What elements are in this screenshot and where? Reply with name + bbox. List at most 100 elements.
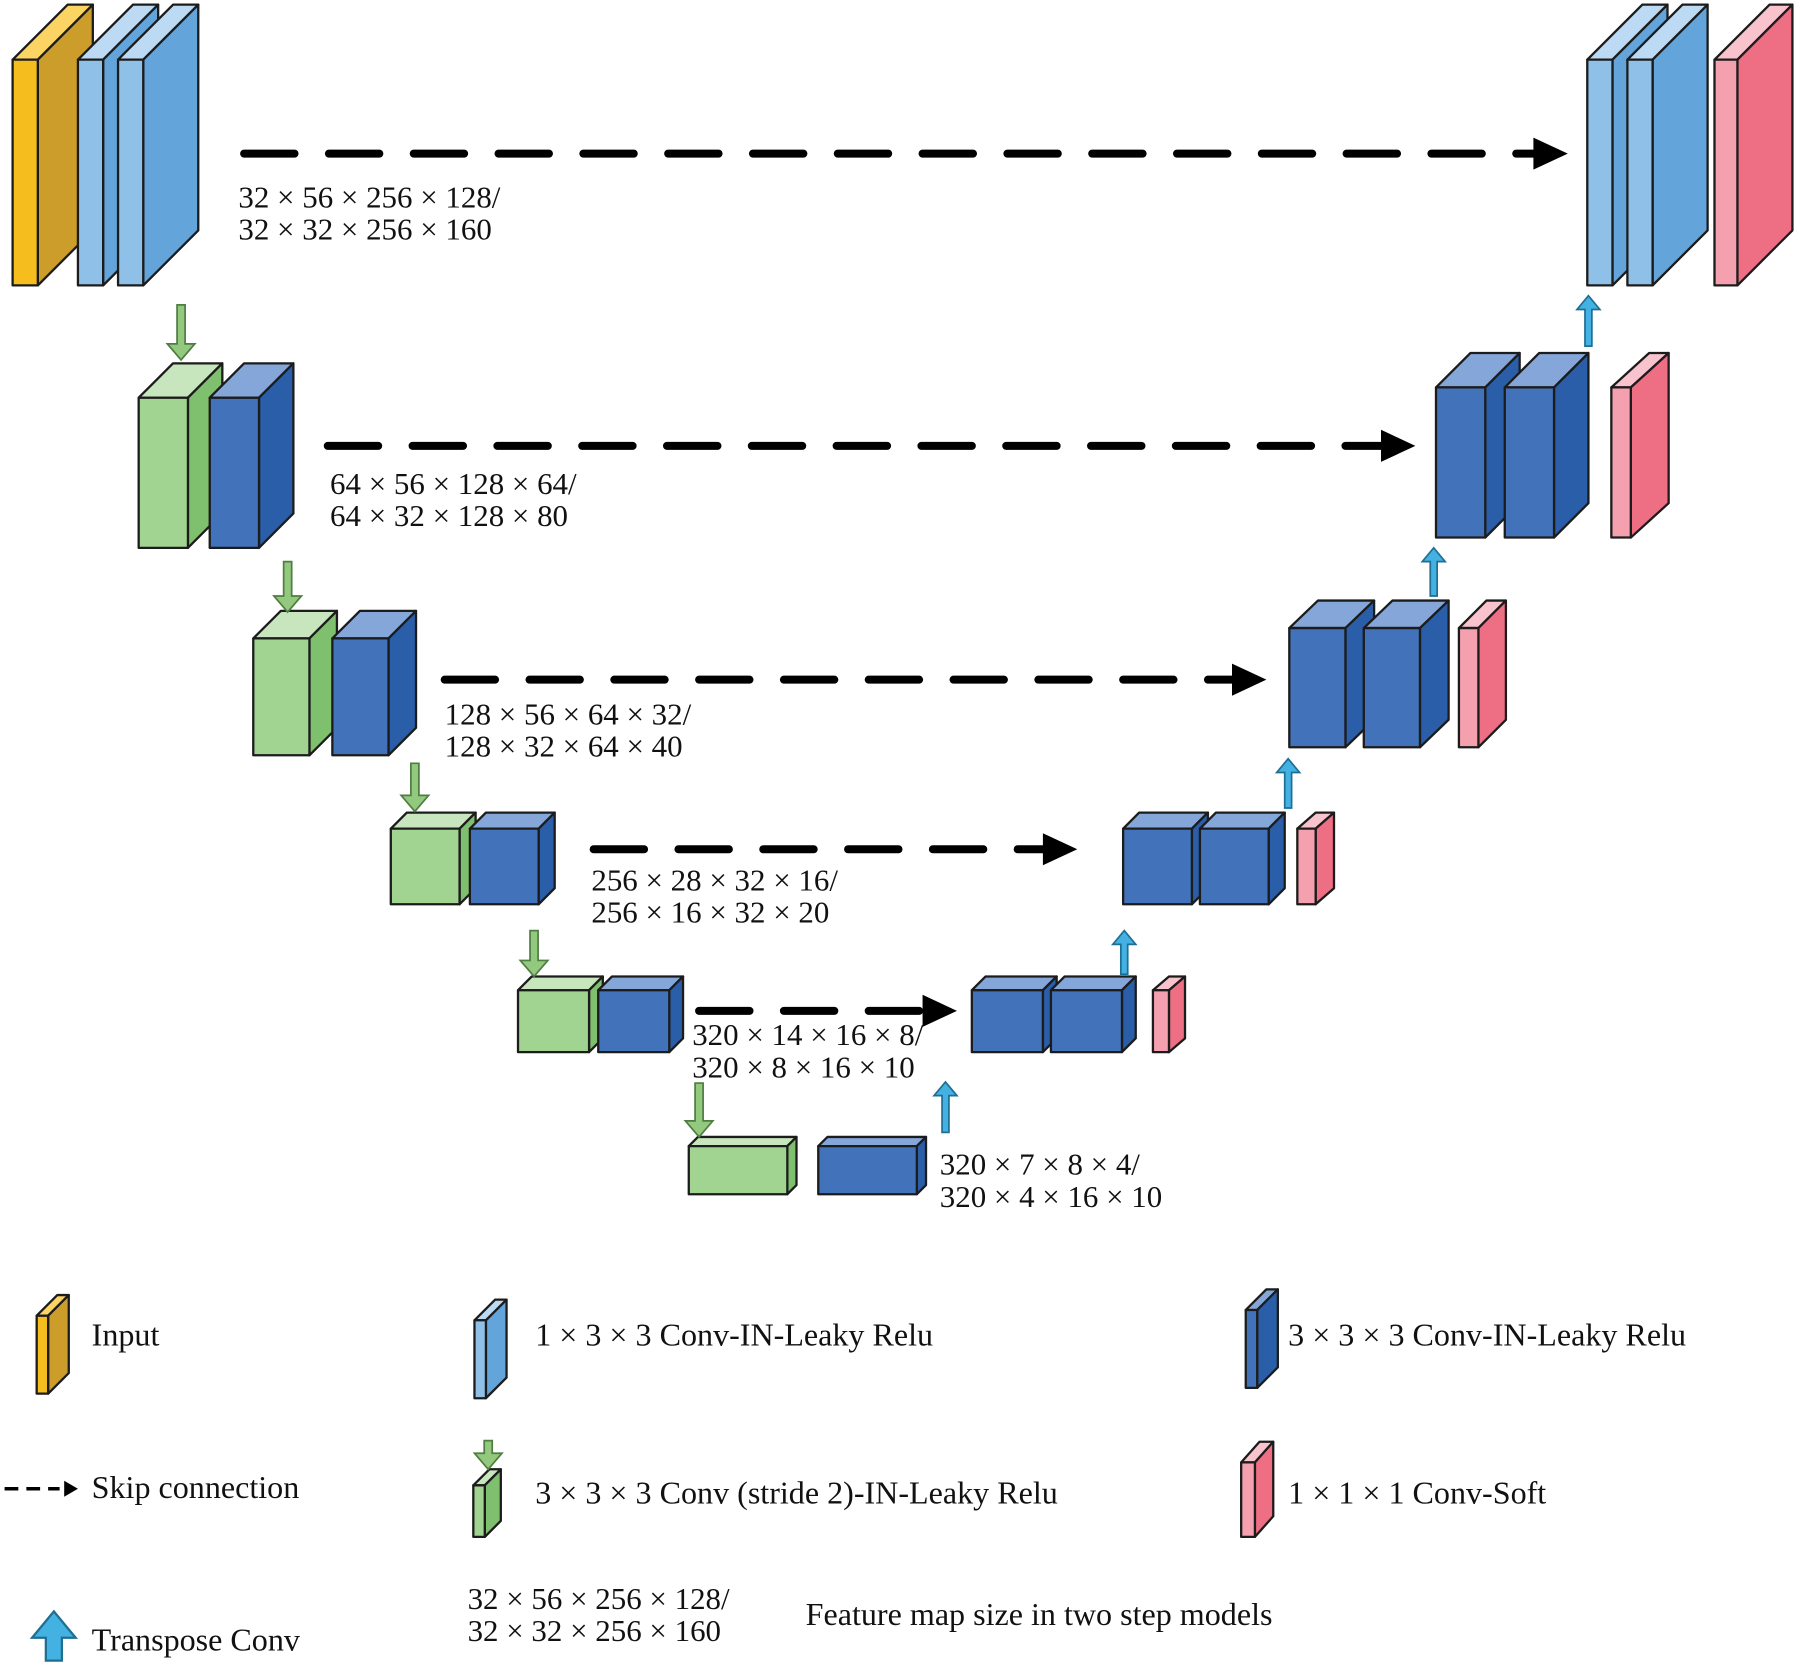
level-1-line1: 32 × 56 × 256 × 128/ (238, 179, 500, 214)
legend-soft-icon (1240, 1440, 1275, 1539)
level-label-2: 64 × 56 × 128 × 64/ 64 × 32 × 128 × 80 (330, 466, 577, 533)
dec5-soft-front (1151, 989, 1171, 1054)
legend-stride2-icon-front (472, 1484, 486, 1539)
legend-stride2-icon (472, 1468, 502, 1539)
dec2-conv3x3x3-b-side (1552, 351, 1590, 539)
enc1-conv1x3x3-b (116, 3, 200, 287)
enc2-conv3x3x3-side (257, 362, 295, 549)
legend-conv3x3x3-icon-front (1244, 1308, 1259, 1390)
skip-connection-2 (323, 429, 1416, 462)
level-label-5: 320 × 14 × 16 × 8/ 320 × 8 × 16 × 10 (692, 1017, 923, 1084)
level-label-6: 320 × 7 × 8 × 4/ 320 × 4 × 16 × 10 (940, 1147, 1162, 1214)
input-block-front (11, 58, 39, 287)
level-6-line2: 320 × 4 × 16 × 10 (940, 1179, 1162, 1214)
down-arrow-5 (683, 1082, 715, 1139)
skip-connection-1 (240, 137, 1568, 170)
bottleneck-stride2-side (786, 1135, 798, 1196)
down-arrow-4 (518, 929, 550, 978)
legend-input-label: Input (92, 1317, 160, 1353)
bottleneck-stride2-front (687, 1144, 789, 1196)
up-arrow-4 (1110, 929, 1138, 976)
enc3-stride2 (252, 609, 339, 757)
skip-connection-3 (440, 663, 1267, 696)
enc5-stride2 (516, 975, 604, 1054)
legend-conv3x3x3-icon (1244, 1288, 1279, 1390)
bottleneck-stride2-top (687, 1135, 798, 1148)
enc2-conv3x3x3 (208, 362, 295, 549)
enc5-conv3x3x3-side (668, 975, 685, 1054)
output-soft-front (1713, 58, 1739, 287)
dec2-conv3x3x3-a-front (1434, 386, 1487, 539)
bottleneck-conv3x3x3-front (817, 1144, 918, 1196)
legend-conv1x3x3-label: 1 × 3 × 3 Conv-IN-Leaky Relu (535, 1317, 933, 1353)
level-3-line1: 128 × 56 × 64 × 32/ (445, 696, 692, 731)
dec3-conv3x3x3-a (1288, 599, 1376, 749)
dec4-conv3x3x3-b-front (1198, 827, 1270, 906)
enc4-conv3x3x3 (468, 811, 556, 906)
up-arrow-2 (1420, 546, 1447, 597)
dec3-conv3x3x3-b (1362, 599, 1450, 749)
dec3-conv3x3x3-b-front (1362, 626, 1422, 749)
enc5-conv3x3x3 (597, 975, 685, 1054)
up-arrow-1 (1575, 294, 1602, 348)
dec1-conv1x3x3-b (1626, 3, 1709, 287)
output-soft (1713, 3, 1794, 287)
dec4-conv3x3x3-b-side (1267, 811, 1286, 906)
enc3-conv3x3x3-front (331, 637, 390, 757)
level-label-1: 32 × 56 × 256 × 128/ 32 × 32 × 256 × 160 (238, 179, 500, 246)
enc2-stride2-front (137, 396, 190, 549)
legend-example-line2: 32 × 32 × 256 × 160 (468, 1613, 721, 1648)
enc2-conv3x3x3-front (208, 396, 261, 549)
dec5-soft-side (1167, 975, 1187, 1054)
dec3-soft-front (1457, 626, 1480, 749)
legend-input-icon-front (35, 1314, 50, 1395)
arrows-layer (165, 137, 1602, 1139)
dec4-soft-front (1296, 827, 1317, 906)
legend-input-icon (35, 1293, 70, 1395)
legend-skip-icon (4, 1480, 78, 1497)
skip-connection-4 (589, 833, 1078, 866)
dec5-conv3x3x3-a (970, 975, 1058, 1054)
enc4-stride2-front (389, 827, 461, 906)
dec3-soft (1457, 599, 1508, 749)
dec2-soft-front (1610, 386, 1632, 539)
blocks-layer (11, 3, 1794, 1196)
enc5-stride2-front (516, 989, 591, 1054)
dec5-conv3x3x3-a-front (970, 989, 1045, 1054)
enc3-conv3x3x3 (331, 609, 418, 757)
bottleneck-conv3x3x3 (817, 1135, 928, 1196)
dec4-conv3x3x3-b (1198, 811, 1286, 906)
enc4-conv3x3x3-front (468, 827, 540, 906)
level-2-line2: 64 × 32 × 128 × 80 (330, 498, 568, 533)
level-1-line2: 32 × 32 × 256 × 160 (238, 212, 491, 247)
enc5-conv3x3x3-front (597, 989, 671, 1054)
level-label-4: 256 × 28 × 32 × 16/ 256 × 16 × 32 × 20 (591, 863, 838, 930)
dec3-conv3x3x3-a-front (1288, 626, 1347, 749)
dec4-soft (1296, 811, 1336, 906)
level-label-3: 128 × 56 × 64 × 32/ 128 × 32 × 64 × 40 (445, 696, 692, 763)
up-arrow-3 (1274, 757, 1302, 809)
dec2-conv3x3x3-b-front (1503, 386, 1556, 539)
dec5-soft (1151, 975, 1187, 1054)
level-3-line2: 128 × 32 × 64 × 40 (445, 728, 683, 763)
level-4-line1: 256 × 28 × 32 × 16/ (591, 863, 838, 898)
legend-skip-label: Skip connection (92, 1469, 300, 1505)
dec5-conv3x3x3-b-side (1120, 975, 1137, 1054)
legend-stride2-label: 3 × 3 × 3 Conv (stride 2)-IN-Leaky Relu (535, 1475, 1058, 1511)
dec2-soft-side (1629, 351, 1670, 539)
up-arrow-5 (932, 1080, 959, 1134)
legend-conv3x3x3-label: 3 × 3 × 3 Conv-IN-Leaky Relu (1288, 1317, 1686, 1353)
legend-feature-desc: Feature map size in two step models (806, 1596, 1273, 1632)
legend-soft-icon-front (1240, 1461, 1257, 1539)
legend-icons (4, 1288, 1279, 1662)
dec2-soft (1610, 351, 1670, 539)
enc4-conv3x3x3-side (537, 811, 556, 906)
down-arrow-1 (165, 304, 197, 362)
dec4-soft-side (1314, 811, 1336, 906)
legend-transpose-label: Transpose Conv (92, 1621, 301, 1657)
level-6-line1: 320 × 7 × 8 × 4/ (940, 1147, 1141, 1182)
level-5-line1: 320 × 14 × 16 × 8/ (692, 1017, 923, 1052)
dec5-conv3x3x3-b (1049, 975, 1137, 1054)
level-5-line2: 320 × 8 × 16 × 10 (692, 1049, 915, 1084)
dec1-conv1x3x3-a-front (1586, 58, 1614, 287)
